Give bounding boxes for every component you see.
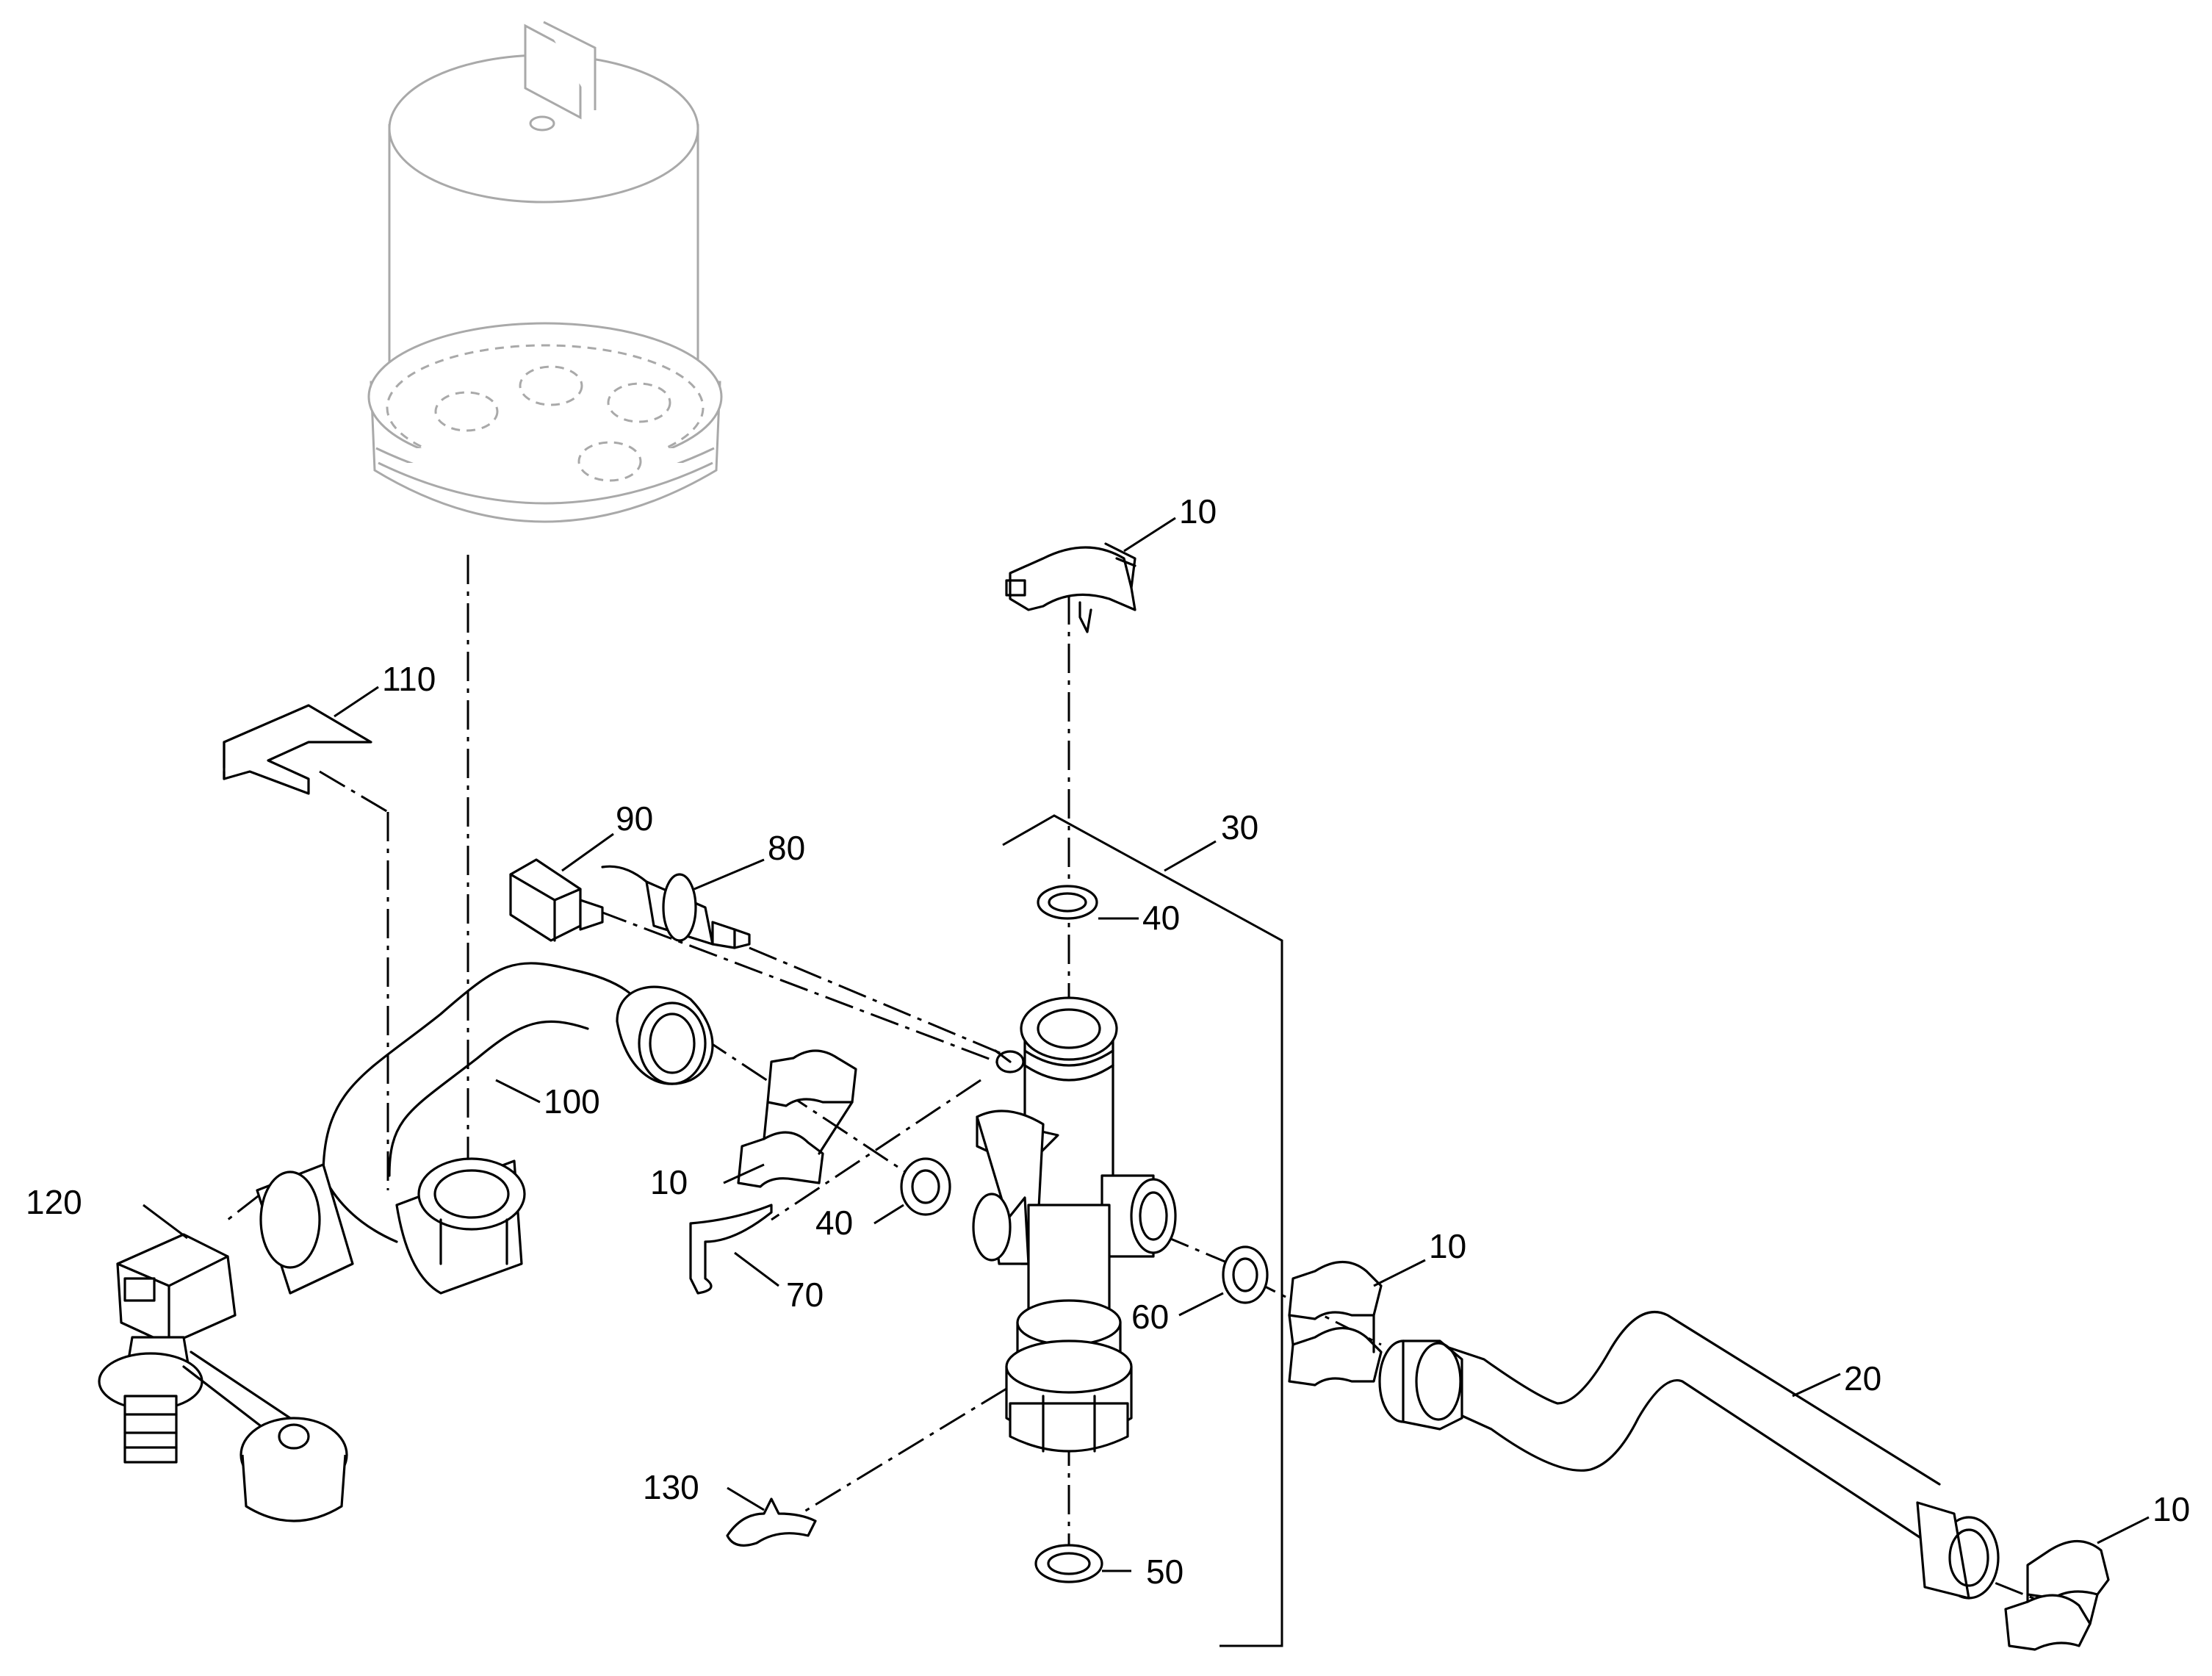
clip-10-right — [1288, 1261, 1383, 1387]
filter-jar — [367, 21, 723, 523]
o-ring-50 — [1034, 1544, 1103, 1583]
pipe-20 — [1378, 1311, 2000, 1600]
label-30: 30 — [1221, 808, 1258, 846]
label-120: 120 — [26, 1183, 82, 1221]
clip-110 — [223, 704, 372, 795]
label-50: 50 — [1146, 1553, 1184, 1591]
label-40-top: 40 — [1142, 899, 1180, 937]
label-70: 70 — [786, 1276, 824, 1314]
valve-120 — [98, 1233, 348, 1522]
o-ring-60 — [1222, 1245, 1269, 1304]
label-40-mid: 40 — [815, 1204, 853, 1242]
label-80: 80 — [768, 829, 805, 867]
leader-lines — [143, 517, 2150, 1572]
center-lines — [227, 555, 2043, 1603]
plug-130 — [726, 1497, 817, 1547]
clip-10-mid — [737, 1049, 857, 1188]
hose-100 — [256, 962, 714, 1295]
label-60: 60 — [1131, 1298, 1169, 1336]
clip-70 — [689, 1204, 773, 1295]
bracket-30 — [1002, 814, 1283, 1647]
callout-labels: 10 110 90 80 30 40 100 120 10 40 70 60 1… — [26, 492, 2190, 1591]
label-10-top: 10 — [1179, 492, 1217, 531]
t-body-30 — [972, 996, 1177, 1453]
label-10-far: 10 — [2152, 1490, 2190, 1528]
clip-10-top — [1005, 542, 1136, 633]
sensor-80 — [601, 865, 751, 949]
label-10-mid: 10 — [650, 1163, 688, 1201]
o-ring-40-mid — [900, 1157, 951, 1216]
label-10-right: 10 — [1429, 1227, 1466, 1265]
label-110: 110 — [382, 660, 436, 698]
label-20: 20 — [1844, 1359, 1881, 1398]
clip-10-far — [2004, 1540, 2110, 1651]
label-100: 100 — [544, 1082, 600, 1121]
label-130: 130 — [643, 1468, 699, 1506]
sensor-90 — [509, 858, 604, 942]
label-90: 90 — [616, 799, 653, 838]
o-ring-40-top — [1037, 885, 1098, 920]
